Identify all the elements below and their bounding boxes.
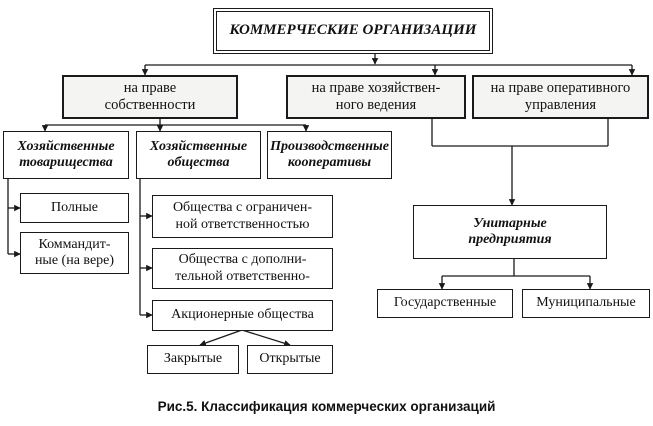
node-label-line: Полные xyxy=(50,199,99,215)
node-label-line: управления xyxy=(524,97,597,113)
node-limited-partnerships: Коммандит- ные (на вере) xyxy=(20,232,129,274)
node-operative-management-right: на праве оперативного управления xyxy=(472,75,649,119)
node-municipal-unitary: Муниципальные xyxy=(522,289,650,318)
node-open-jsc: Открытые xyxy=(247,345,333,374)
root-node-commercial-organizations: КОММЕРЧЕСКИЕ ОРГАНИЗАЦИИ xyxy=(213,8,493,54)
root-node-label: КОММЕРЧЕСКИЕ ОРГАНИЗАЦИИ xyxy=(229,22,477,39)
node-label-line: предприятия xyxy=(468,232,552,247)
node-limited-liability-company: Общества с ограничен- ной ответственност… xyxy=(152,195,333,238)
connector-to-open xyxy=(241,329,291,347)
node-unitary-enterprises: Унитарные предприятия xyxy=(413,205,607,259)
node-label-line: ного ведения xyxy=(335,97,417,113)
node-label-line: общества xyxy=(167,155,230,170)
node-full-partnerships: Полные xyxy=(20,193,129,223)
node-business-partnerships: Хозяйственные товарищества xyxy=(3,131,129,179)
node-label-line: ные (на вере) xyxy=(34,253,115,268)
node-label-line: товарищества xyxy=(19,155,113,170)
node-state-unitary: Государственные xyxy=(377,289,513,318)
node-joint-stock-companies: Акционерные общества xyxy=(152,300,333,331)
node-label-line: собственности xyxy=(104,97,196,113)
node-label-line: Муниципальные xyxy=(536,295,636,311)
node-closed-jsc: Закрытые xyxy=(147,345,239,374)
node-label-line: Унитарные xyxy=(473,215,547,231)
figure-caption: Рис.5. Классификация коммерческих органи… xyxy=(157,399,496,414)
node-label-line: на праве xyxy=(123,80,177,97)
node-label-line: на праве хозяйствен- xyxy=(311,80,441,97)
node-label-line: Государственные xyxy=(393,295,497,311)
node-label-line: на праве оперативного xyxy=(490,80,631,97)
node-label-line: тельной ответственно- xyxy=(175,268,310,284)
node-label-line: Общества с дополни- xyxy=(178,252,307,268)
node-label-line: кооперативы xyxy=(287,155,372,170)
node-label-line: ной ответственностью xyxy=(175,216,310,232)
node-label-line: Хозяйственные xyxy=(149,138,248,154)
node-ownership-right: на праве собственности xyxy=(62,75,238,119)
node-label-line: Открытые xyxy=(259,351,321,367)
node-production-cooperatives: Производственные кооперативы xyxy=(267,131,392,179)
node-label-line: Производственные xyxy=(270,138,389,154)
connector-to-closed xyxy=(199,329,243,347)
node-additional-liability-company: Общества с дополни- тельной ответственно… xyxy=(152,248,333,289)
node-label-line: Общества с ограничен- xyxy=(172,200,313,216)
node-economic-management-right: на праве хозяйствен- ного ведения xyxy=(286,75,466,119)
node-label-line: Хозяйственные xyxy=(17,138,115,154)
node-label-line: Закрытые xyxy=(163,351,223,367)
node-label-line: Коммандит- xyxy=(38,236,111,252)
node-business-companies: Хозяйственные общества xyxy=(136,131,261,179)
node-label-line: Акционерные общества xyxy=(171,307,314,323)
